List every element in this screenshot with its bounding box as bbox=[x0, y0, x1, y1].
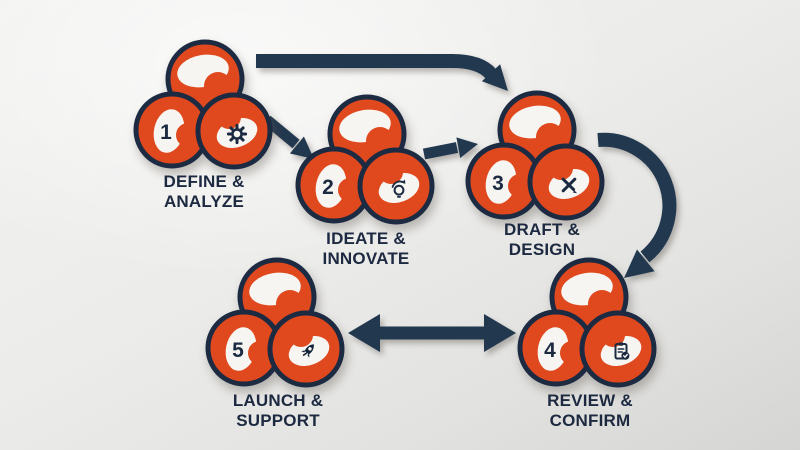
step-2-number-circle: 2 bbox=[295, 146, 373, 224]
step-5-label-line1: LAUNCH & bbox=[232, 391, 324, 410]
arrow-head bbox=[289, 136, 314, 159]
arrow-step2-to-step3 bbox=[422, 137, 478, 160]
step-4-number: 4 bbox=[544, 339, 556, 362]
step-2-icon-circle bbox=[357, 147, 435, 225]
step-4-number-circle: 4 bbox=[517, 309, 595, 387]
white-blob bbox=[153, 109, 185, 153]
arrow-shaft bbox=[256, 54, 497, 79]
step-1-cluster: 1 bbox=[133, 39, 273, 170]
arrow-step4-step5-double bbox=[348, 314, 516, 352]
step-2-cluster: 2 bbox=[295, 94, 435, 225]
step-3-label-line2: DESIGN bbox=[508, 240, 576, 260]
arrow-head bbox=[624, 249, 655, 278]
arrow-shaft bbox=[597, 132, 677, 263]
clipboard-check-icon bbox=[614, 342, 630, 360]
white-blob bbox=[537, 327, 569, 371]
arrow-shaft bbox=[422, 142, 459, 160]
step-3-label-line1: DRAFT & bbox=[504, 220, 580, 239]
step-3-icon-circle bbox=[527, 143, 605, 221]
arrow-step1-to-step3 bbox=[256, 54, 508, 91]
step-2-label: IDEATE & INNOVATE bbox=[281, 229, 451, 270]
step-5-cluster: 5 bbox=[205, 257, 345, 388]
lightbulb-idea-icon bbox=[391, 179, 406, 198]
arrow-head bbox=[481, 64, 508, 91]
arrow-head-right bbox=[484, 314, 516, 352]
step-4-cluster: 4 bbox=[517, 257, 657, 388]
step-4-label: REVIEW & CONFIRM bbox=[505, 391, 675, 432]
step-5-number: 5 bbox=[232, 339, 244, 362]
white-blob bbox=[485, 160, 517, 204]
step-2-label-line1: IDEATE & bbox=[326, 229, 406, 248]
step-4-label-line2: CONFIRM bbox=[549, 411, 631, 431]
step-4-label-line1: REVIEW & bbox=[547, 391, 633, 410]
step-1-label-line2: ANALYZE bbox=[163, 192, 245, 212]
step-2-label-line2: INNOVATE bbox=[322, 249, 410, 269]
step-1-number-circle: 1 bbox=[133, 91, 211, 169]
white-blob bbox=[315, 164, 347, 208]
step-3-cluster: 3 bbox=[465, 90, 605, 221]
arrow-step3-to-step4 bbox=[597, 132, 677, 278]
step-3-label: DRAFT & DESIGN bbox=[457, 220, 627, 261]
step-5-number-circle: 5 bbox=[205, 309, 283, 387]
step-1-label: DEFINE & ANALYZE bbox=[119, 172, 289, 213]
step-1-label-line1: DEFINE & bbox=[163, 172, 245, 191]
step-3-number-circle: 3 bbox=[465, 142, 543, 220]
rocket-icon bbox=[301, 344, 314, 358]
step-5-icon-circle bbox=[267, 310, 345, 388]
step-5-label-line2: SUPPORT bbox=[236, 411, 320, 431]
gear-icon bbox=[226, 123, 248, 145]
step-5-label: LAUNCH & SUPPORT bbox=[193, 391, 363, 432]
step-2-number: 2 bbox=[322, 176, 334, 199]
step-1-number: 1 bbox=[160, 121, 172, 144]
arrow-head bbox=[456, 137, 478, 158]
white-blob bbox=[225, 327, 257, 371]
step-4-icon-circle bbox=[579, 310, 657, 388]
pencil-ruler-icon bbox=[561, 177, 578, 194]
step-3-number: 3 bbox=[492, 172, 504, 195]
step-1-icon-circle bbox=[195, 92, 273, 170]
arrow-head-left bbox=[348, 314, 380, 352]
